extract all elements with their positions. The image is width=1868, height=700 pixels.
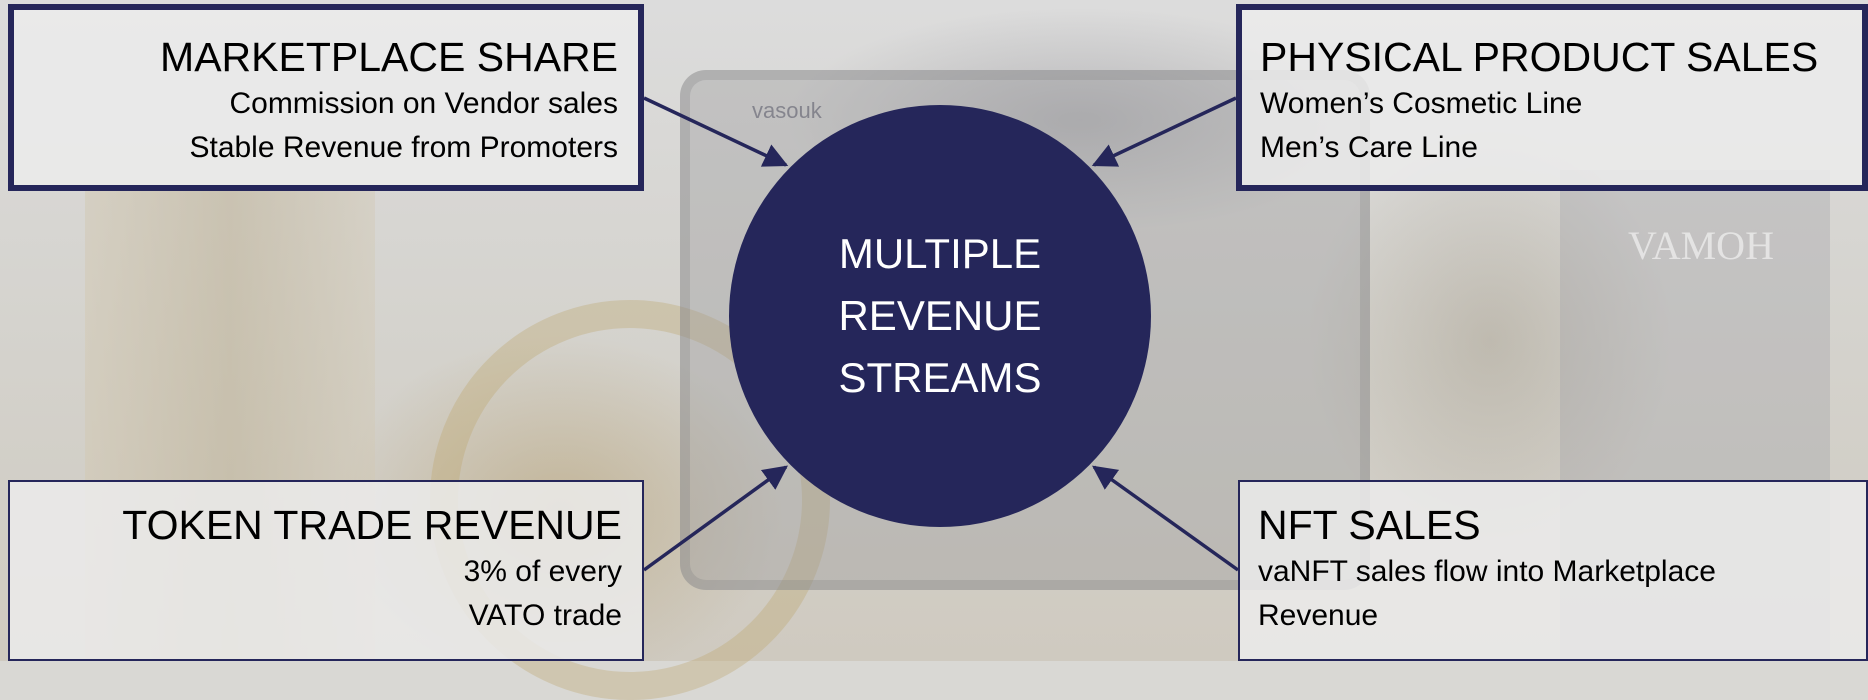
connector-arrows <box>642 96 1240 572</box>
arrow-nft-to-hub <box>1092 465 1240 572</box>
hub-line: STREAMS <box>838 354 1042 401</box>
arrow-marketplace-to-hub <box>643 96 789 167</box>
card-line: Commission on Vendor sales <box>229 87 618 120</box>
hub-circle: MULTIPLE REVENUE STREAMS <box>729 105 1151 527</box>
card-title: PHYSICAL PRODUCT SALES <box>1260 34 1819 80</box>
card-line: VATO trade <box>468 599 622 632</box>
card-line: Revenue <box>1258 599 1379 632</box>
hub-line: MULTIPLE <box>838 230 1042 277</box>
card-line: vaNFT sales flow into Marketplace <box>1258 555 1716 588</box>
background-brand-vasouk: vasouk <box>752 98 822 123</box>
card-marketplace-share: MARKETPLACE SHARE Commission on Vendor s… <box>8 4 644 191</box>
card-physical-product-sales: PHYSICAL PRODUCT SALES Women’s Cosmetic … <box>1236 4 1868 191</box>
background-brand-vamoh: VAMOH <box>1628 223 1774 268</box>
card-nft-sales: NFT SALES vaNFT sales flow into Marketpl… <box>1238 480 1868 661</box>
card-line: Men’s Care Line <box>1260 131 1478 164</box>
card-line: 3% of every <box>463 555 622 588</box>
card-line: Women’s Cosmetic Line <box>1260 87 1583 120</box>
hub-line: REVENUE <box>838 292 1042 339</box>
card-title: MARKETPLACE SHARE <box>160 34 618 80</box>
card-line: Stable Revenue from Promoters <box>189 131 618 164</box>
arrow-token-to-hub <box>642 465 788 572</box>
card-title: NFT SALES <box>1258 502 1481 548</box>
card-token-trade-revenue: TOKEN TRADE REVENUE 3% of every VATO tra… <box>8 480 644 661</box>
arrow-physical-to-hub <box>1091 96 1237 167</box>
card-title: TOKEN TRADE REVENUE <box>122 502 622 548</box>
